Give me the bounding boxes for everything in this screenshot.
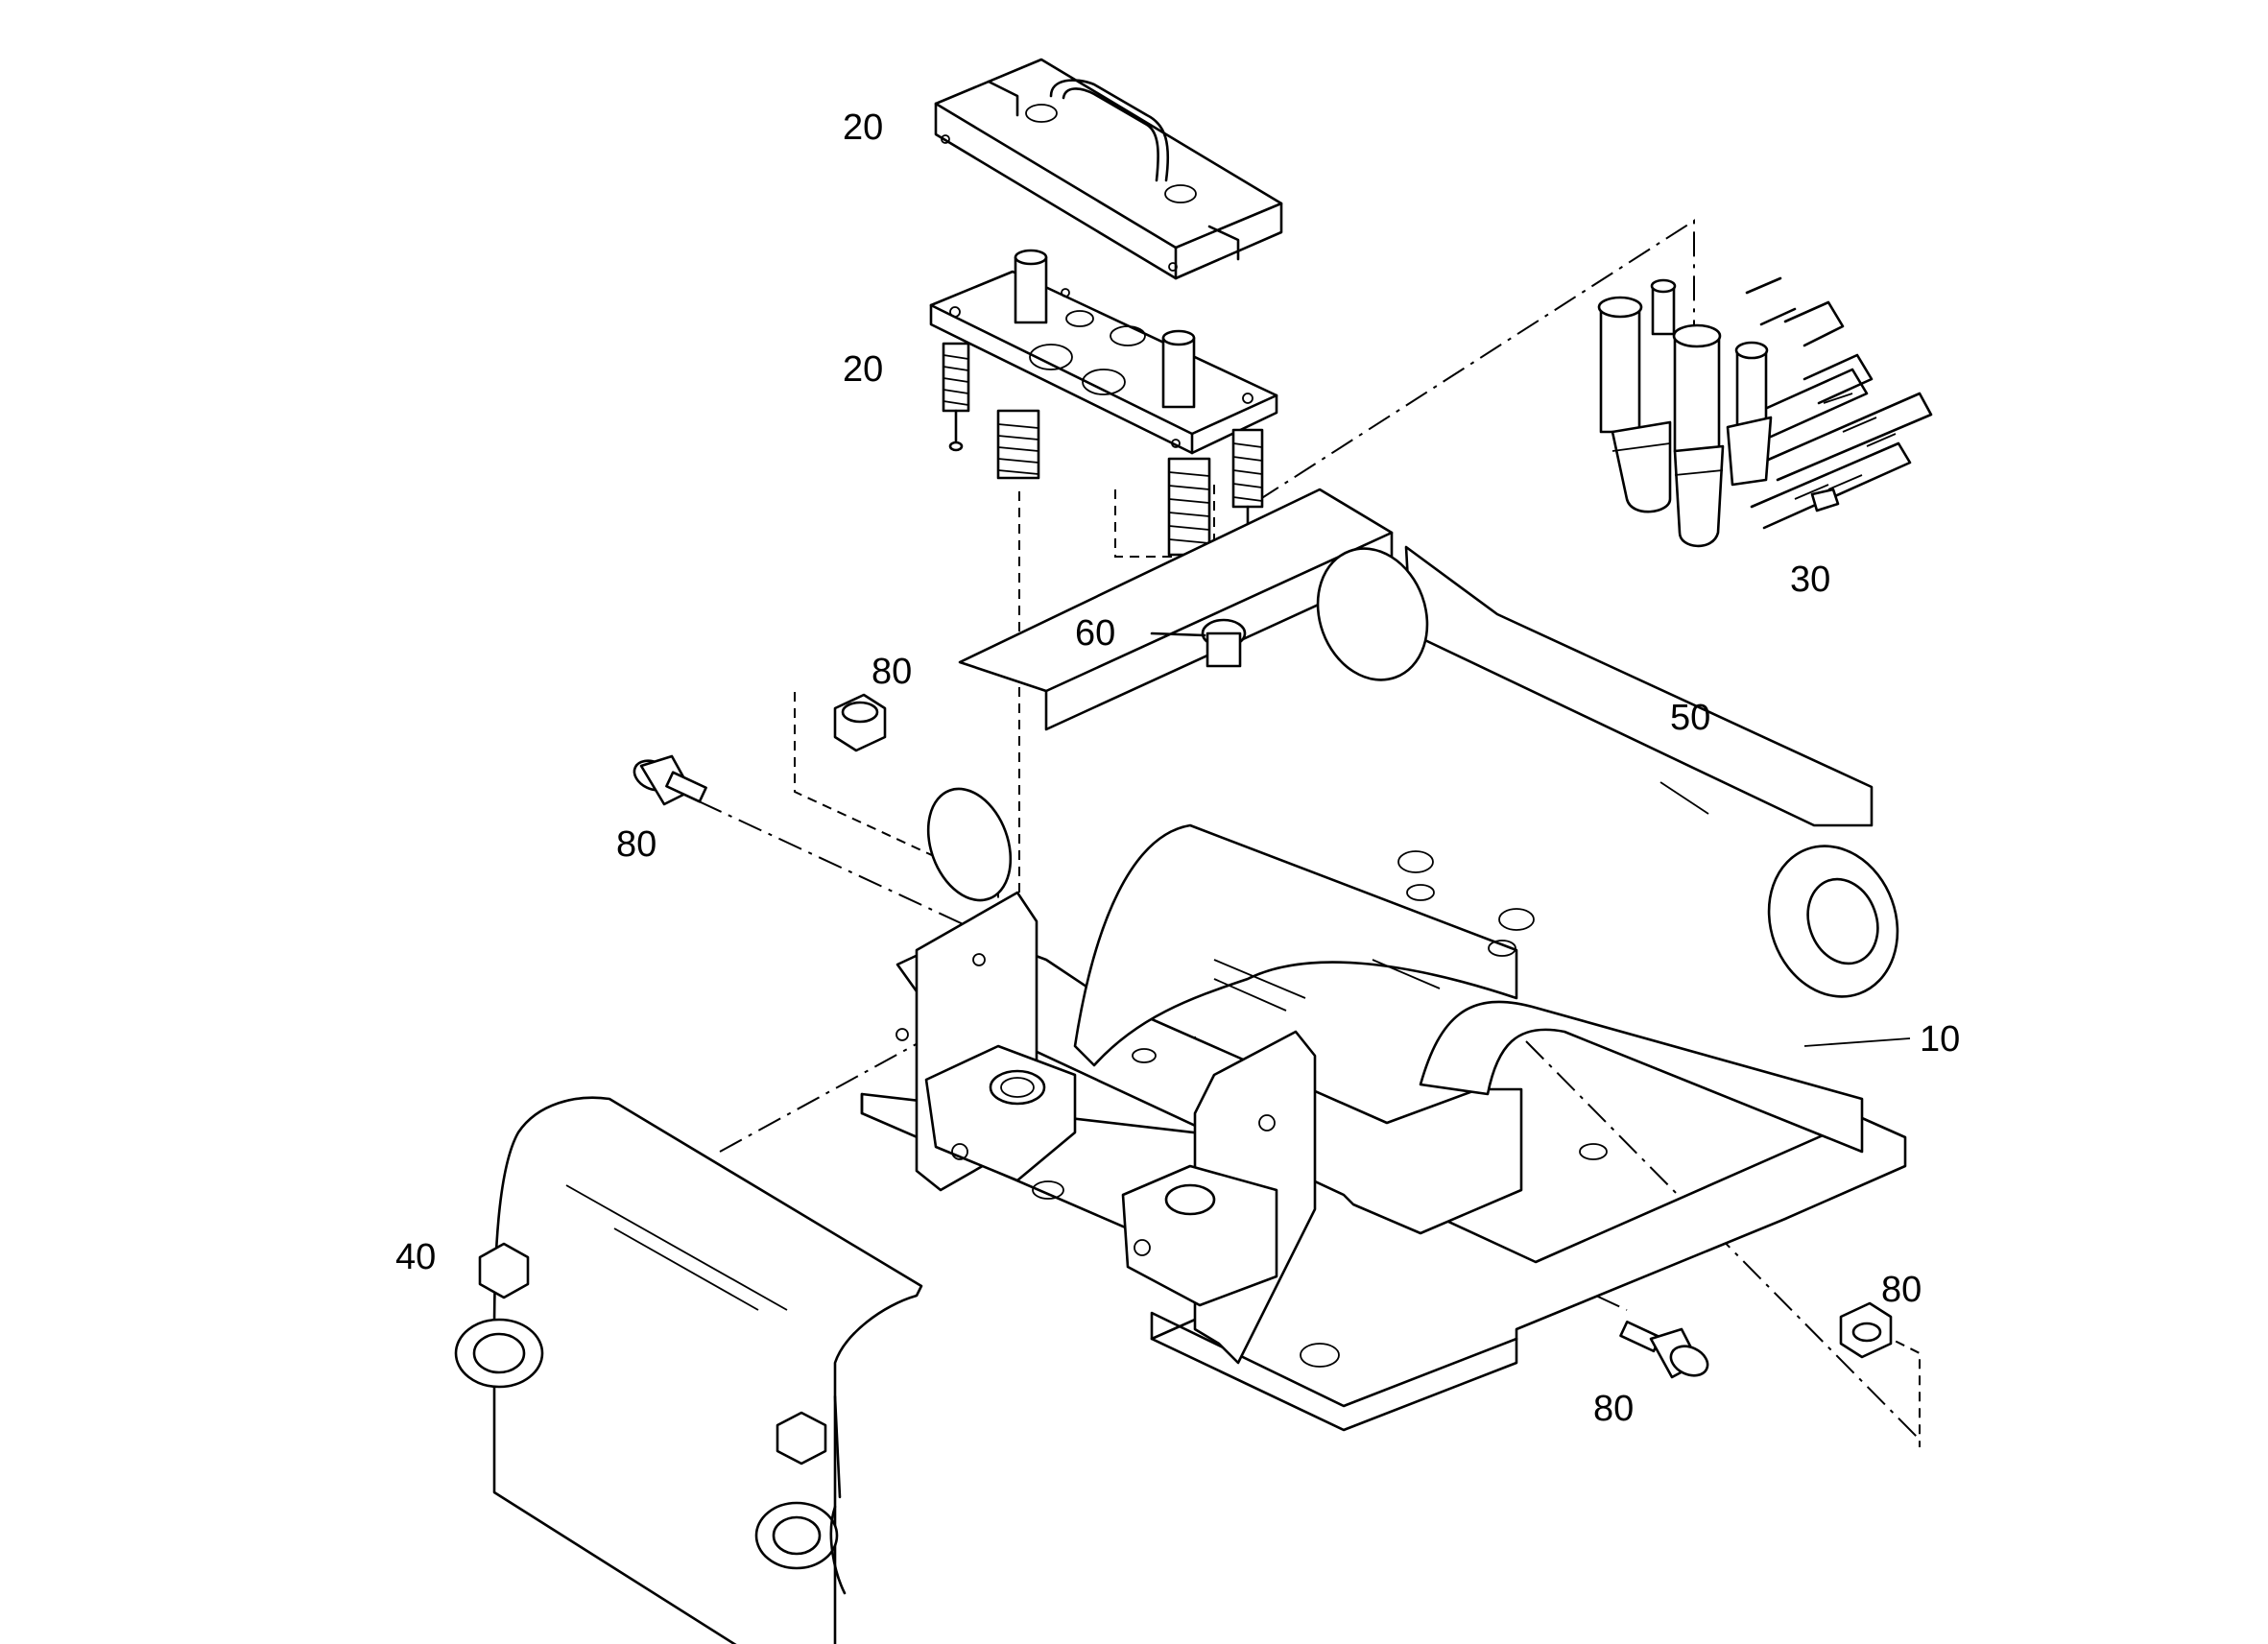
callout-20-mid: 20 [843, 349, 883, 390]
callout-80-lower-bolt: 80 [1593, 1389, 1634, 1429]
spring-far-right [1231, 428, 1264, 543]
callout-20-top: 20 [843, 107, 883, 148]
spring-left [942, 342, 970, 452]
part-80-bolt-lower [1619, 1320, 1709, 1379]
part-60-fitting [1150, 618, 1247, 668]
part-80-nut-upper [833, 693, 887, 752]
callout-40: 40 [395, 1237, 436, 1277]
part-40-side-shield [454, 1096, 923, 1644]
callout-80-upper-bolt: 80 [616, 824, 657, 865]
part-80-nut-lower [1839, 1301, 1893, 1359]
callout-80-upper-nut: 80 [871, 652, 912, 692]
part-80-bolt-upper [633, 754, 707, 806]
part-20-coupler-block [929, 249, 1278, 577]
callout-50: 50 [1670, 698, 1710, 738]
part-30-hose-fittings [1597, 276, 1933, 548]
callout-30: 30 [1790, 560, 1830, 600]
callout-10: 10 [1920, 1019, 1960, 1060]
callout-labels: 20 20 30 60 80 80 50 10 40 80 80 [395, 107, 1960, 1429]
leader-lines [1659, 781, 1911, 1047]
callout-80-lower-nut: 80 [1881, 1270, 1922, 1310]
spring-center [996, 409, 1040, 480]
callout-60: 60 [1075, 613, 1115, 654]
part-20-cover-plate [934, 58, 1283, 280]
part-10-main-frame [860, 488, 1907, 1432]
